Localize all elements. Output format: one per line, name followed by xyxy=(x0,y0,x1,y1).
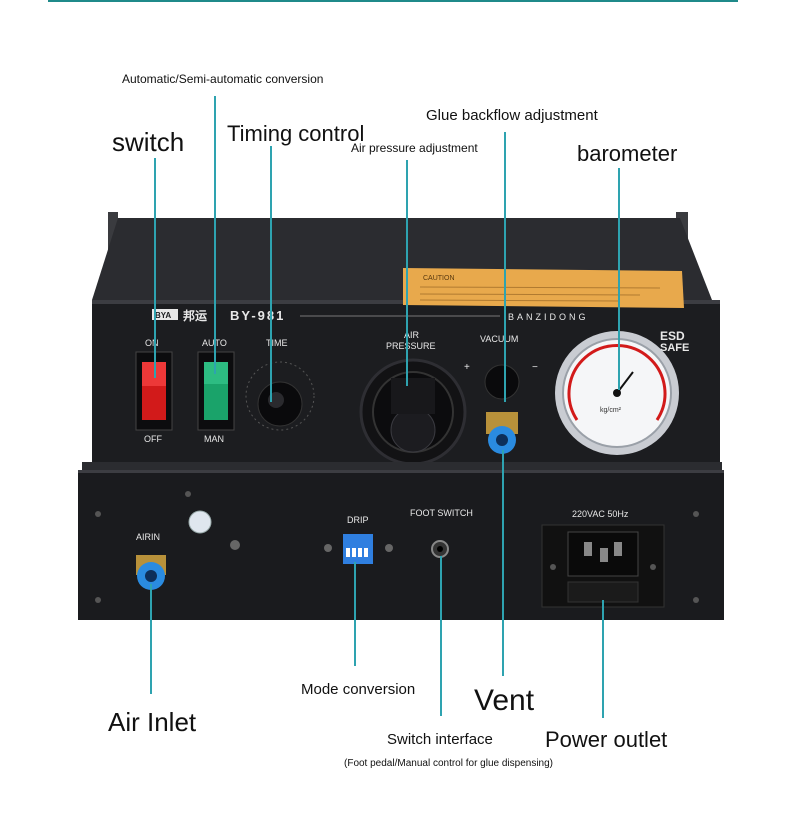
pressure-label: PRESSURE xyxy=(386,341,436,351)
leader-switch xyxy=(154,158,156,378)
leader-mode-conversion xyxy=(354,562,356,666)
label-barometer: barometer xyxy=(577,141,678,166)
label-switch-interface-note: (Foot pedal/Manual control for glue disp… xyxy=(344,758,554,769)
label-switch-interface: Switch interface xyxy=(387,731,493,748)
brand-badge: BYA xyxy=(155,311,171,320)
leader-timing xyxy=(270,146,272,402)
power-rating: 220VAC 50Hz xyxy=(572,509,629,519)
esd-logo-bottom: SAFE xyxy=(660,342,689,354)
time-label: TIME xyxy=(266,338,288,348)
label-power-outlet: Power outlet xyxy=(545,727,668,752)
filter-vent xyxy=(188,510,212,534)
airin-label: AIRIN xyxy=(136,532,160,542)
label-vent: Vent xyxy=(474,684,535,717)
label-timing-control: Timing control xyxy=(227,121,365,146)
air-label: AIR xyxy=(404,330,420,340)
leader-auto-semi xyxy=(214,96,216,374)
model-number: BY-981 xyxy=(230,308,285,323)
vacuum-label: VACUUM xyxy=(480,334,518,344)
top-divider-line xyxy=(48,0,738,2)
label-air-pressure-adjustment: Air pressure adjustment xyxy=(351,141,478,155)
vacuum-knob xyxy=(484,364,520,400)
leader-barometer xyxy=(618,168,620,390)
label-auto-semi-conversion: Automatic/Semi-automatic conversion xyxy=(122,72,324,86)
brand-badge-box xyxy=(152,309,178,320)
drip-label: DRIP xyxy=(347,515,369,525)
switch-on-label: ON xyxy=(145,338,159,348)
switch-off-label: OFF xyxy=(144,434,162,444)
vacuum-plus: + xyxy=(464,362,470,373)
leader-glue-backflow xyxy=(504,132,506,402)
leader-power-outlet xyxy=(602,600,604,718)
leader-switch-interface xyxy=(440,556,442,716)
maker-name: BANZIDONG xyxy=(508,312,589,322)
leader-vent xyxy=(502,450,504,676)
brand-cn: 邦运 xyxy=(183,308,207,323)
vent-fitting-nut xyxy=(486,412,518,434)
gauge-unit: kg/cm² xyxy=(600,407,622,414)
leader-air-pressure xyxy=(406,160,408,386)
switch-man-label: MAN xyxy=(204,434,224,444)
label-switch: switch xyxy=(112,127,185,157)
label-air-inlet: Air Inlet xyxy=(108,707,197,737)
label-mode-conversion: Mode conversion xyxy=(301,681,416,698)
leader-air-inlet xyxy=(150,584,152,694)
esd-logo-top: ESD xyxy=(660,329,685,343)
foot-switch-label: FOOT SWITCH xyxy=(410,508,473,518)
label-glue-backflow-adjustment: Glue backflow adjustment xyxy=(426,107,598,124)
vacuum-minus: − xyxy=(532,362,538,373)
caution-text: CAUTION xyxy=(423,275,455,282)
